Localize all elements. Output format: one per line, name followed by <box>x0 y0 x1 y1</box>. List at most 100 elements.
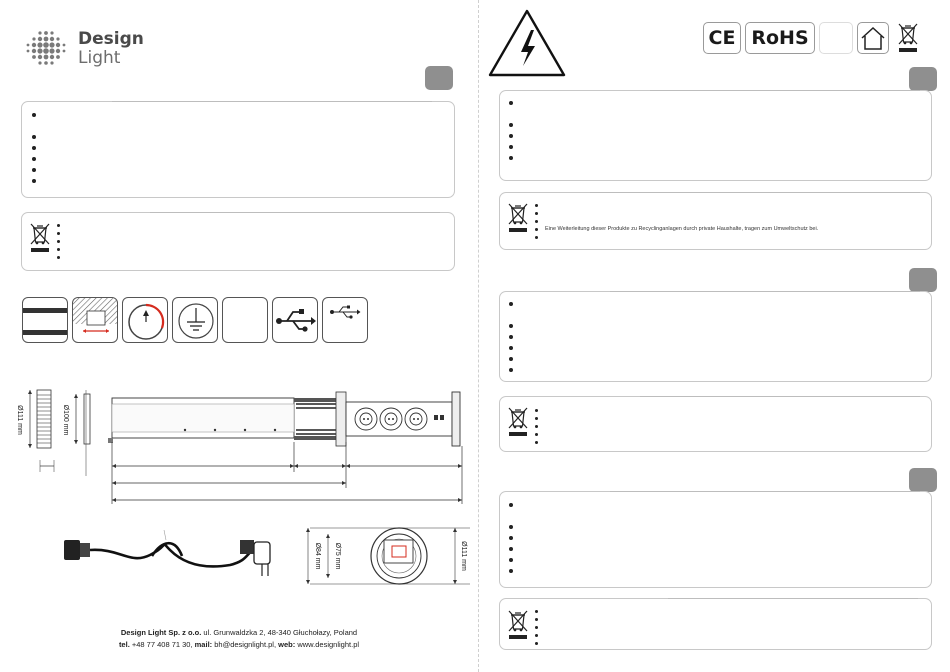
web-value: www.designlight.pl <box>295 640 360 649</box>
list-item <box>509 141 519 152</box>
list-item <box>57 237 67 245</box>
list-item <box>509 554 519 565</box>
list-item <box>32 131 42 142</box>
instructions-panel <box>499 491 932 588</box>
technical-drawing: Ø111 mm Ø100 mm <box>16 389 470 585</box>
disposal-list <box>535 607 545 647</box>
disposal-panel <box>499 396 932 452</box>
list-item <box>509 119 519 130</box>
list-item <box>509 298 519 309</box>
panel-title-line <box>668 598 918 599</box>
logo-wordmark: Design Light <box>78 30 144 68</box>
recycling-note: Eine Weiterleitung dieser Produkte zu Re… <box>535 225 818 233</box>
brand-logo: Design Light <box>26 28 146 72</box>
panel-title-line <box>150 212 440 213</box>
list-item <box>535 430 545 438</box>
indoor-use-icon <box>857 22 889 54</box>
dim-top-mid-diameter: Ø75 mm <box>334 543 341 570</box>
logo-text-light: Light <box>78 48 121 68</box>
tel-value: +48 77 408 71 30, <box>129 640 195 649</box>
list-item <box>509 130 519 141</box>
top-view-drawing <box>306 527 470 585</box>
list-item <box>509 97 519 108</box>
power-tower-lateral-view <box>108 391 461 447</box>
web-label: web: <box>278 640 296 649</box>
disposal-panel: Eine Weiterleitung dieser Produkte zu Re… <box>499 192 932 250</box>
language-badge <box>909 67 937 91</box>
instructions-panel <box>499 90 932 181</box>
language-badge <box>425 66 453 90</box>
language-badge <box>909 268 937 292</box>
ce-mark: CE <box>703 22 741 54</box>
rotary-dial-icon <box>122 297 168 343</box>
list-item <box>57 245 67 253</box>
dim-inner-diameter: Ø100 mm <box>62 405 69 436</box>
list-item <box>57 253 67 261</box>
list-item <box>535 414 545 422</box>
disposal-list <box>57 221 67 261</box>
list-item <box>535 201 818 209</box>
list-item <box>509 331 519 342</box>
list-item <box>32 142 42 153</box>
dim-housing-diameter: Ø111 mm <box>16 405 23 435</box>
mail-value: bh@designlight.pl, <box>212 640 279 649</box>
list-item <box>535 615 545 623</box>
list-item <box>509 364 519 375</box>
language-badge <box>909 468 937 492</box>
list-item <box>535 422 545 430</box>
list-item <box>32 175 42 186</box>
rohs-mark: RoHS <box>745 22 815 54</box>
disposal-panel <box>499 598 932 650</box>
crossed-out-bin-icon <box>508 610 528 639</box>
earthing-icon <box>172 297 218 343</box>
list-item <box>509 499 519 510</box>
panel-title-line <box>590 192 920 193</box>
list-item <box>32 153 42 164</box>
dimension-lines <box>111 442 463 504</box>
list-item <box>509 532 519 543</box>
list-item <box>509 342 519 353</box>
tel-label: tel. <box>118 640 130 649</box>
disposal-list <box>535 406 545 446</box>
disposal-list: Eine Weiterleitung dieser Produkte zu Re… <box>535 201 818 241</box>
list-item <box>32 164 42 175</box>
list-item <box>509 543 519 554</box>
panel-title-line <box>112 101 432 102</box>
disposal-panel <box>21 212 455 271</box>
list-item <box>535 639 545 647</box>
usb-a-icon <box>272 297 318 343</box>
list-item <box>535 607 545 615</box>
instructions-list <box>509 298 519 375</box>
tube-side-view <box>74 390 91 476</box>
high-voltage-warning-icon <box>488 9 566 77</box>
instructions-panel <box>499 291 932 382</box>
countertop-cutout-icon <box>72 297 118 343</box>
contact-line: tel. +48 77 408 71 30, mail: bh@designli… <box>0 639 478 651</box>
panel-title-line <box>610 291 920 292</box>
company-address: ul. Grunwaldzka 2, 48-340 Głuchołazy, Po… <box>201 628 358 637</box>
logo-text-design: Design <box>78 29 144 49</box>
blank-mark <box>819 22 853 54</box>
housing-side-view <box>28 389 55 472</box>
list-item <box>32 109 42 120</box>
page-fold-divider <box>478 0 479 672</box>
list-item <box>57 229 67 237</box>
list-item <box>535 209 818 217</box>
list-item <box>509 152 519 163</box>
logo-dots-icon <box>26 31 66 65</box>
company-name: Design Light Sp. z o.o. <box>120 628 202 637</box>
instructions-list <box>509 97 519 163</box>
list-item <box>535 438 545 446</box>
list-item <box>535 623 545 631</box>
instructions-list <box>32 109 42 186</box>
instructions-list <box>509 499 519 576</box>
list-item <box>57 221 67 229</box>
list-item <box>509 320 519 331</box>
crossed-out-bin-icon <box>508 203 528 232</box>
panel-title-line <box>610 491 920 492</box>
crossed-out-bin-icon <box>508 407 528 436</box>
dim-top-inner-diameter: Ø84 mm <box>314 543 321 570</box>
instructions-panel <box>21 101 455 198</box>
dim-top-outer-diameter: Ø111 mm <box>460 541 467 571</box>
list-item <box>509 565 519 576</box>
